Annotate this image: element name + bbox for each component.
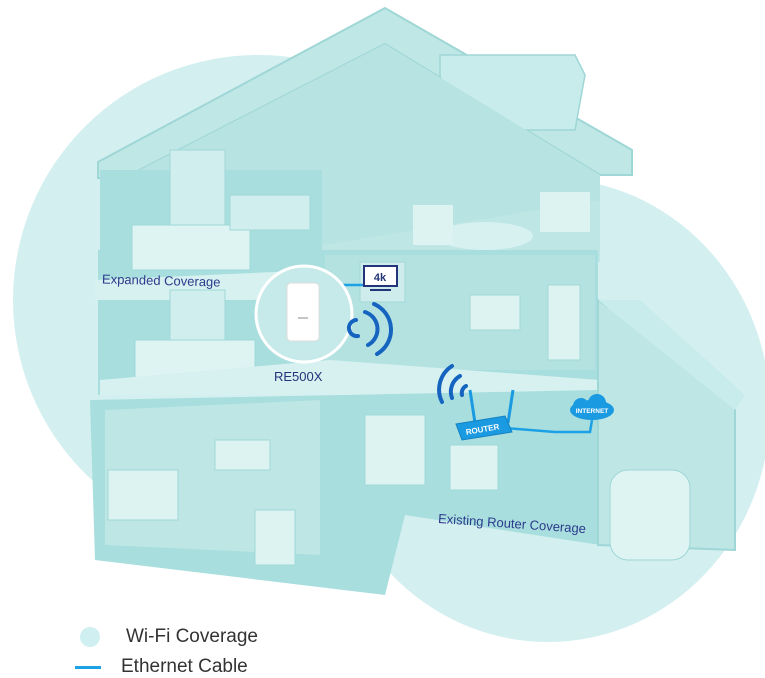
fridge xyxy=(547,284,581,361)
wardrobe-upper xyxy=(169,149,226,226)
legend-ethernet-cable: Ethernet Cable xyxy=(75,656,248,678)
floor-slab-ground xyxy=(100,360,600,395)
expanded-coverage-label: Expanded Coverage xyxy=(101,271,221,290)
router-signal-arc-2 xyxy=(448,374,462,400)
garage-roof xyxy=(598,300,745,410)
tv-screen xyxy=(363,265,398,287)
wifi-coverage-swatch xyxy=(80,627,100,647)
legend-wifi-coverage: Wi-Fi Coverage xyxy=(80,626,258,648)
legend-ethernet-cable-text: Ethernet Cable xyxy=(121,656,248,677)
coffee-table xyxy=(449,444,499,491)
tv-badge-4k: 4k xyxy=(374,272,387,284)
ethernet-cable-swatch xyxy=(75,665,101,669)
extender-device-name: RE500X xyxy=(274,369,323,384)
wardrobe-middle xyxy=(169,289,226,341)
ground-dining-table xyxy=(214,439,271,471)
attic-desk xyxy=(413,205,453,245)
internet-cloud-puff-2 xyxy=(588,394,606,412)
extender-device xyxy=(286,282,320,342)
kitchen-counter xyxy=(107,469,179,521)
dining-table xyxy=(469,294,521,331)
attic-rug xyxy=(437,222,533,250)
router-antenna-right xyxy=(506,389,515,424)
ethernet-cable-internet xyxy=(504,419,594,434)
ground-shelf xyxy=(254,509,296,566)
extender-signal-arc-3 xyxy=(372,302,393,356)
router-signal-arc-3 xyxy=(437,364,454,404)
router-antenna-left xyxy=(468,389,477,424)
car xyxy=(609,469,691,561)
legend-wifi-coverage-text: Wi-Fi Coverage xyxy=(126,626,258,647)
bed-upper xyxy=(131,224,251,271)
router-device xyxy=(455,415,513,441)
extender-signal-arc-1 xyxy=(346,318,360,339)
internet-cloud-puff-1 xyxy=(573,398,589,414)
attic-chair xyxy=(540,192,590,232)
router-signal-arc-1 xyxy=(459,384,468,397)
desk-upper xyxy=(229,194,311,231)
internet-badge: INTERNET xyxy=(576,408,609,415)
sofa xyxy=(364,414,426,486)
extender-signal-arc-2 xyxy=(363,310,380,347)
